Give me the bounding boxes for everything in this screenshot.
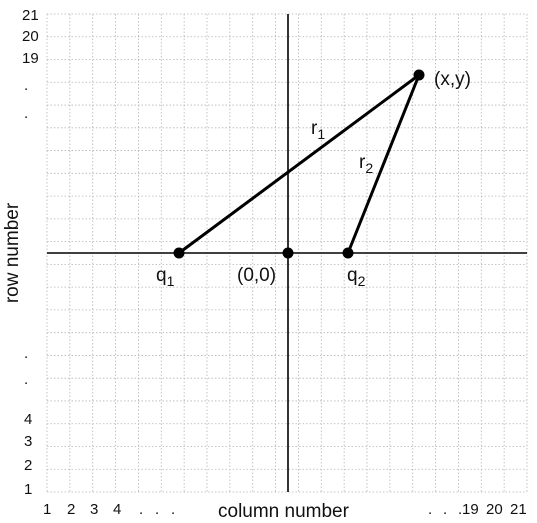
label-r2: r2 <box>359 152 373 176</box>
label-origin: (0,0) <box>237 265 276 286</box>
x-tick: 4 <box>113 501 121 518</box>
label-r1: r1 <box>311 118 325 142</box>
x-tick: 3 <box>90 501 98 518</box>
y-tick: 20 <box>22 28 39 45</box>
point-q2 <box>342 247 354 259</box>
y-tick: 19 <box>22 50 39 67</box>
y-tick: 3 <box>24 433 32 450</box>
x-tick: 19 <box>462 501 479 518</box>
y-tick: . <box>24 77 28 94</box>
x-axis-title: column number <box>218 501 350 522</box>
label-q2: q2 <box>347 265 366 289</box>
x-tick: 2 <box>67 501 75 518</box>
point-xy <box>413 69 425 81</box>
segment-r2 <box>346 74 421 254</box>
point-q1 <box>173 247 185 259</box>
x-tick: . <box>458 501 462 518</box>
y-tick: 2 <box>24 457 32 474</box>
y-tick: . <box>24 345 28 362</box>
x-tick: . <box>428 501 432 518</box>
y-tick: 21 <box>22 7 39 24</box>
x-tick: 21 <box>510 501 527 518</box>
y-tick: 4 <box>24 411 32 428</box>
x-tick: 1 <box>43 501 51 518</box>
x-tick: . <box>171 501 175 518</box>
label-xy: (x,y) <box>434 69 471 90</box>
x-tick: . <box>443 501 447 518</box>
x-tick: . <box>155 501 159 518</box>
y-tick: 1 <box>24 481 32 498</box>
label-q1: q1 <box>156 265 175 289</box>
y-tick: . <box>24 371 28 388</box>
y-axis-title: row number <box>2 202 23 303</box>
y-tick: . <box>24 105 28 122</box>
segment-r1 <box>178 73 420 255</box>
x-tick: . <box>139 501 143 518</box>
x-tick: 20 <box>486 501 503 518</box>
point-origin <box>282 247 294 259</box>
